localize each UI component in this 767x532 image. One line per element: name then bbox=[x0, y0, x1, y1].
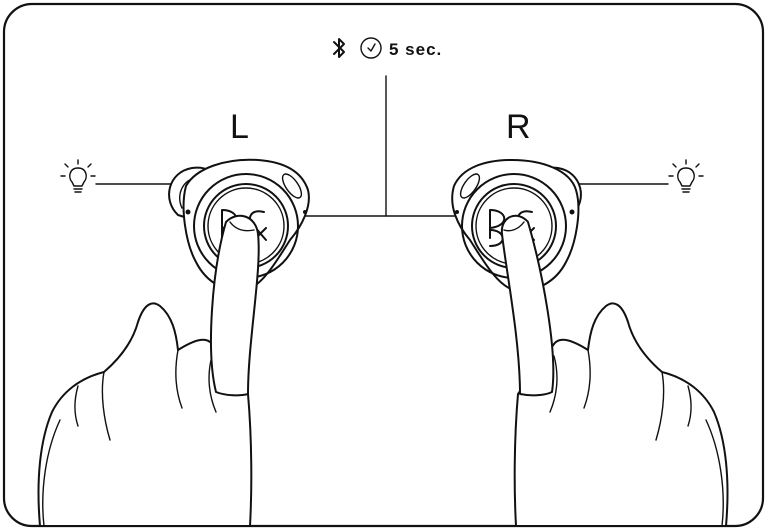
left-side-label: L bbox=[230, 108, 249, 146]
clock-icon bbox=[361, 38, 381, 58]
duration-text: 5 sec. bbox=[389, 40, 442, 59]
left-light-bulb-icon bbox=[61, 160, 95, 192]
right-side-label: R bbox=[506, 108, 531, 146]
right-hand bbox=[502, 216, 728, 526]
left-hand bbox=[39, 216, 259, 526]
right-light-bulb-icon bbox=[669, 160, 703, 192]
bluetooth-icon bbox=[334, 39, 344, 57]
